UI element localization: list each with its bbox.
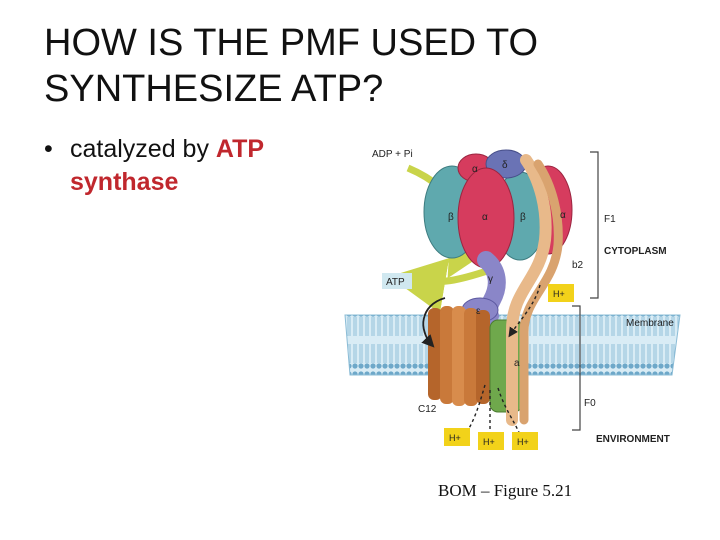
label-beta-right: β	[520, 212, 526, 223]
proton-path	[508, 284, 541, 338]
atp-synthase-diagram: ADP + Pi α δ β α β α F1 CYTOPLASM b2 ATP…	[344, 149, 681, 450]
label-atp: ATP	[386, 277, 405, 288]
title-line-2: SYNTHESIZE ATP?	[44, 68, 384, 110]
label-f1: F1	[604, 214, 616, 225]
label-alpha-right: α	[560, 210, 566, 221]
label-c12: C12	[418, 404, 437, 415]
hplus-box-bottom-2	[478, 432, 504, 450]
hplus-box-bottom-3	[512, 432, 538, 450]
label-b2: b2	[572, 260, 584, 271]
bullet-dot: •	[44, 135, 53, 163]
atp-synthase-figure: ADP + Pi α δ β α β α F1 CYTOPLASM b2 ATP…	[340, 130, 690, 460]
c-ring	[428, 306, 490, 406]
title-line-1: HOW IS THE PMF USED TO	[44, 22, 539, 64]
highlight-synthase: synthase	[70, 168, 179, 196]
atp-label-box	[382, 273, 412, 289]
label-adp-pi: ADP + Pi	[372, 149, 413, 160]
label-beta-left: β	[448, 212, 454, 223]
slide-title: HOW IS THE PMF USED TO SYNTHESIZE ATP?	[44, 20, 684, 112]
f0-bracket	[572, 305, 581, 431]
b2-stalk	[506, 154, 552, 426]
b2-stalk-2	[519, 159, 563, 425]
label-membrane: Membrane	[626, 318, 674, 329]
label-environment: ENVIRONMENT	[596, 434, 670, 445]
rotation-arrow	[421, 297, 446, 348]
proton-path-out-3	[497, 387, 521, 436]
label-gamma: γ	[488, 274, 493, 285]
label-f0: F0	[584, 398, 596, 409]
f1-bracket	[590, 151, 599, 299]
bullet-prefix: catalyzed by	[70, 135, 216, 163]
label-epsilon: ε	[476, 306, 481, 317]
label-hplus-top: H+	[553, 289, 565, 299]
highlight-atp: ATP	[215, 135, 265, 163]
label-a: a	[514, 358, 520, 369]
label-delta: δ	[502, 160, 508, 171]
label-hplus-2: H+	[483, 437, 495, 447]
bullet-text: catalyzed by ATP synthase	[70, 133, 340, 199]
label-alpha-center: α	[482, 212, 488, 223]
hplus-box-bottom-1	[444, 428, 470, 446]
hplus-box-top	[548, 284, 574, 302]
label-hplus-1: H+	[449, 433, 461, 443]
figure-caption: BOM – Figure 5.21	[438, 481, 573, 500]
label-cytoplasm: CYTOPLASM	[604, 246, 667, 257]
label-alpha-top: α	[472, 164, 478, 175]
label-hplus-3: H+	[517, 437, 529, 447]
atp-arrow	[389, 258, 492, 314]
